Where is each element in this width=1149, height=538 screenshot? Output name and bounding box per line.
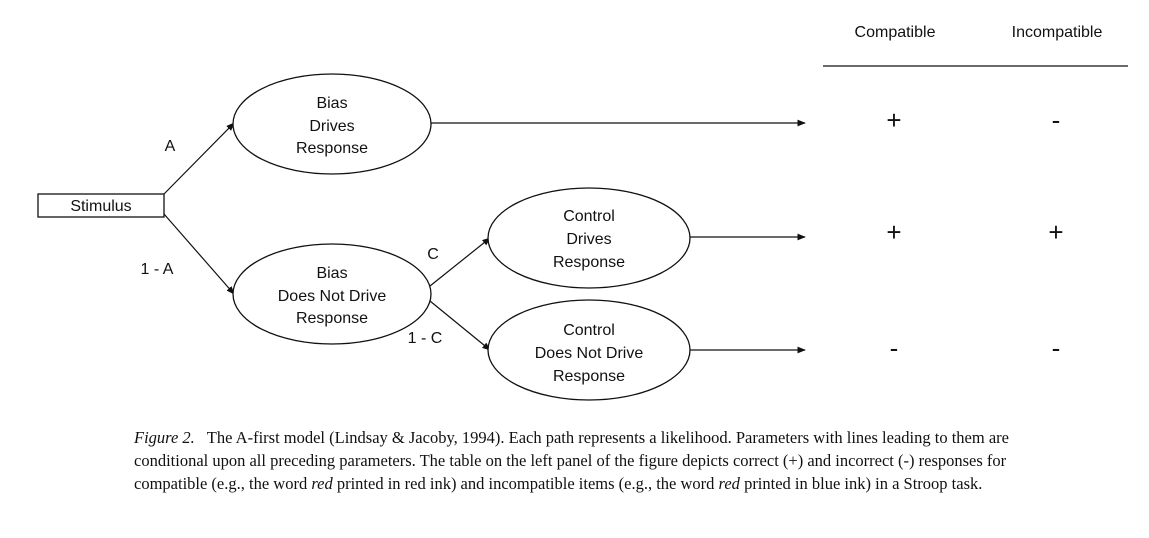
stimulus-label: Stimulus — [70, 198, 131, 215]
cell-row1-incompatible: - — [1052, 105, 1061, 135]
a-first-model-diagram: Compatible Incompatible + - + + - - Stim… — [37, 24, 1128, 401]
edge-stimulus-to-bias-not-drive — [163, 213, 235, 295]
cell-row2-incompatible: + — [1048, 217, 1063, 247]
stimulus-box — [37, 193, 165, 218]
edge-label-one-minus-a: 1 - A — [141, 261, 174, 278]
bias-drives-line2: Drives — [309, 118, 354, 135]
table-header-compatible: Compatible — [855, 24, 936, 41]
cell-row2-compatible: + — [886, 217, 901, 247]
edge-label-one-minus-c: 1 - C — [408, 330, 443, 347]
caption-text-part1: The A-first model (Lindsay & Jacoby, 199… — [134, 428, 1009, 493]
caption-emphasis-red-2: red — [718, 474, 740, 493]
bias-not-drive-line1: Bias — [316, 265, 347, 282]
cell-row3-incompatible: - — [1052, 333, 1061, 363]
bias-drives-response-node — [232, 73, 432, 175]
edge-label-c: C — [427, 246, 439, 263]
control-not-drive-line3: Response — [553, 368, 625, 385]
bias-not-drive-response-node — [232, 243, 432, 345]
caption-text-part2: printed in red ink) and incompatible ite… — [332, 474, 719, 493]
caption-text-part3: printed in blue ink) in a Stroop task. — [739, 474, 983, 493]
cell-row1-compatible: + — [886, 105, 901, 135]
edge-label-a: A — [165, 138, 176, 155]
control-not-drive-line1: Control — [563, 322, 615, 339]
bias-not-drive-line3: Response — [296, 310, 368, 327]
figure-caption: Figure 2.The A-first model (Lindsay & Ja… — [134, 426, 1064, 495]
control-drives-line2: Drives — [566, 231, 611, 248]
bias-drives-line3: Response — [296, 140, 368, 157]
table-header-incompatible: Incompatible — [1012, 24, 1103, 41]
caption-emphasis-red-1: red — [311, 474, 333, 493]
edge-to-control-not-drive — [429, 300, 491, 351]
cell-row3-compatible: - — [890, 333, 899, 363]
control-drives-line1: Control — [563, 208, 615, 225]
control-drives-response-node — [487, 187, 691, 289]
bias-not-drive-line2: Does Not Drive — [278, 288, 387, 305]
edge-to-control-drives — [429, 237, 491, 287]
bias-drives-line1: Bias — [316, 95, 347, 112]
edge-stimulus-to-bias-drives — [163, 122, 235, 195]
control-drives-line3: Response — [553, 254, 625, 271]
figure-label: Figure 2. — [134, 428, 195, 447]
control-not-drive-line2: Does Not Drive — [535, 345, 644, 362]
